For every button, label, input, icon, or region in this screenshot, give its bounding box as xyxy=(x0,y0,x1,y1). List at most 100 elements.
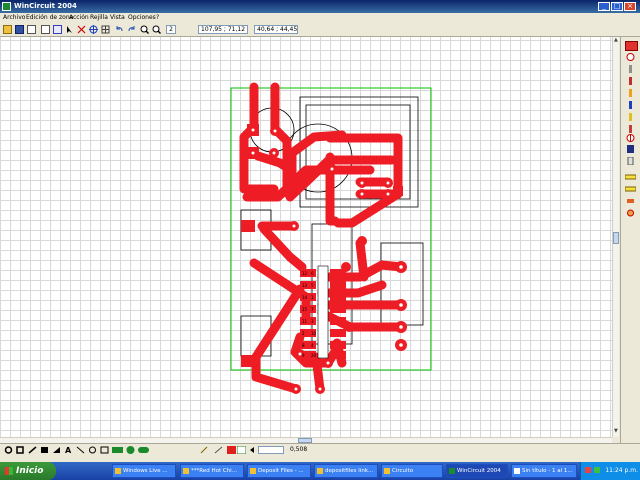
ic-pin-label: 20 xyxy=(311,353,317,358)
circle-tool-icon[interactable] xyxy=(88,446,97,454)
drill-holes xyxy=(251,128,403,391)
pcb-canvas[interactable]: 12 6 13 5 14 1 15 7 11 3 2 10 8 4 9 20 xyxy=(0,37,612,437)
window-icon xyxy=(317,468,323,474)
taskbar-item[interactable]: Deposit Files - ... xyxy=(247,464,311,478)
horizontal-scroll-thumb[interactable] xyxy=(298,438,312,443)
menu-opciones[interactable]: Opciones xyxy=(128,14,156,21)
zoom-out-icon[interactable] xyxy=(152,25,161,34)
zoom-left-arrow-icon[interactable] xyxy=(248,446,257,454)
menu-archivo[interactable]: Archivo xyxy=(3,14,26,21)
taskbar-item[interactable]: Sin título - 1 al 1... xyxy=(511,464,577,478)
chip-icon[interactable] xyxy=(625,145,636,153)
new-page-icon[interactable] xyxy=(41,25,50,34)
green-pad-icon[interactable] xyxy=(112,446,123,454)
taskbar-item-label: depositfiles link... xyxy=(325,468,374,474)
undo-icon[interactable] xyxy=(115,25,124,34)
component-red-icon[interactable] xyxy=(625,41,638,51)
menu-bar: Archivo Edición de zona Acción Rejilla V… xyxy=(0,13,640,23)
ic-pin-label: 4 xyxy=(311,343,314,348)
wand-icon[interactable] xyxy=(200,446,209,454)
ic-pin-label: 12 xyxy=(302,271,308,276)
capacitor-icon[interactable] xyxy=(625,77,636,85)
print-icon[interactable] xyxy=(27,25,36,34)
ic-pin-label: 14 xyxy=(302,295,308,300)
zoom-value: 0,508 xyxy=(290,446,308,453)
component-palette xyxy=(620,37,640,443)
zoom-in-icon[interactable] xyxy=(140,25,149,34)
ic-pin-label: 5 xyxy=(311,283,314,288)
ic-pin-label: 7 xyxy=(311,307,314,312)
potentiometer-icon[interactable] xyxy=(625,125,636,133)
scroll-up-icon[interactable]: ▲ xyxy=(614,37,618,43)
resistor-icon[interactable] xyxy=(625,65,636,73)
redo-icon[interactable] xyxy=(127,25,136,34)
page-number-field[interactable]: 2 xyxy=(166,25,176,34)
menu-rejilla[interactable]: Rejilla xyxy=(90,14,108,21)
taskbar-item-label: WinCircuit 2004 xyxy=(457,468,501,474)
cross-icon[interactable] xyxy=(89,25,98,34)
line-tool-icon[interactable] xyxy=(28,446,37,454)
diagonal-line-icon[interactable] xyxy=(76,446,85,454)
text-tool-icon[interactable]: A xyxy=(64,446,73,455)
grid-icon[interactable] xyxy=(101,25,110,34)
switch-icon[interactable] xyxy=(624,173,637,181)
pcb-drawing[interactable]: 12 6 13 5 14 1 15 7 11 3 2 10 8 4 9 20 xyxy=(0,37,612,437)
component-no-entry-icon[interactable] xyxy=(625,53,636,61)
main-toolbar: 2 107,95 ; 71,12 40,64 ; 44,45 xyxy=(0,23,640,37)
select-icon[interactable] xyxy=(53,25,62,34)
zoom-slider[interactable] xyxy=(258,446,284,454)
vertical-scrollbar[interactable]: ▲ ▼ xyxy=(612,37,619,437)
open-file-icon[interactable] xyxy=(3,25,12,34)
drawing-toolbar: A 0,508 xyxy=(0,443,640,456)
menu-edicion-de-zona[interactable]: Edición de zona xyxy=(26,14,74,21)
diode-icon[interactable] xyxy=(625,89,636,97)
window-icon xyxy=(250,468,256,474)
ic-pads xyxy=(300,269,346,359)
ic-pin-label: 11 xyxy=(302,319,308,324)
pad-icon[interactable] xyxy=(4,446,13,454)
fuse-icon[interactable] xyxy=(625,197,636,205)
led-icon[interactable] xyxy=(625,113,636,121)
taskbar-item-label: Sin título - 1 al 1... xyxy=(522,468,573,474)
taskbar-item[interactable]: Windows Live ... xyxy=(112,464,176,478)
vertical-scroll-thumb[interactable] xyxy=(613,232,619,244)
tray-icon[interactable] xyxy=(585,467,591,473)
cursor-coordinates: 107,95 ; 71,12 xyxy=(198,25,248,34)
green-round-pad-icon[interactable] xyxy=(125,446,136,454)
rectangle-tool-icon[interactable] xyxy=(100,446,109,454)
ruler-icon[interactable] xyxy=(214,446,223,454)
menu-vista[interactable]: Vista xyxy=(110,14,125,21)
menu-accion[interactable]: Acción xyxy=(69,14,89,21)
relay-icon[interactable] xyxy=(624,185,637,193)
start-button[interactable]: Inicio xyxy=(0,462,56,480)
taskbar-item-label: Deposit Files - ... xyxy=(258,468,304,474)
pointer-icon[interactable] xyxy=(65,25,74,34)
taskbar-item[interactable]: Circuito xyxy=(381,464,443,478)
layer-grid-icon[interactable] xyxy=(236,445,247,455)
scroll-down-icon[interactable]: ▼ xyxy=(614,428,618,434)
clock[interactable]: 11:24 p.m. xyxy=(605,467,638,474)
triangle-icon[interactable] xyxy=(52,446,61,454)
green-oval-pad-icon[interactable] xyxy=(138,446,149,454)
tray-icon[interactable] xyxy=(594,467,600,473)
ic-pin-label: 1 xyxy=(311,295,314,300)
taskbar-item-active[interactable]: WinCircuit 2004 xyxy=(446,464,508,478)
ground-icon[interactable] xyxy=(625,134,636,142)
connector-icon[interactable] xyxy=(625,156,636,166)
board-outline xyxy=(230,87,432,371)
minimize-button[interactable]: _ xyxy=(598,2,610,11)
system-tray: 11:24 p.m. xyxy=(580,462,640,480)
save-icon[interactable] xyxy=(15,25,24,34)
cut-icon[interactable] xyxy=(77,25,86,34)
speaker-icon[interactable] xyxy=(625,209,636,217)
taskbar-item[interactable]: ***Red Hot Chi... xyxy=(180,464,244,478)
close-button[interactable]: × xyxy=(624,2,636,11)
taskbar-item[interactable]: depositfiles link... xyxy=(314,464,378,478)
transistor-icon[interactable] xyxy=(625,101,636,109)
maximize-button[interactable]: □ xyxy=(611,2,623,11)
menu-help[interactable]: ? xyxy=(156,14,160,21)
filled-rect-icon[interactable] xyxy=(40,446,49,454)
horizontal-scrollbar[interactable] xyxy=(0,437,612,444)
square-pad-icon[interactable] xyxy=(16,446,25,454)
layer-red-icon[interactable] xyxy=(227,446,236,454)
